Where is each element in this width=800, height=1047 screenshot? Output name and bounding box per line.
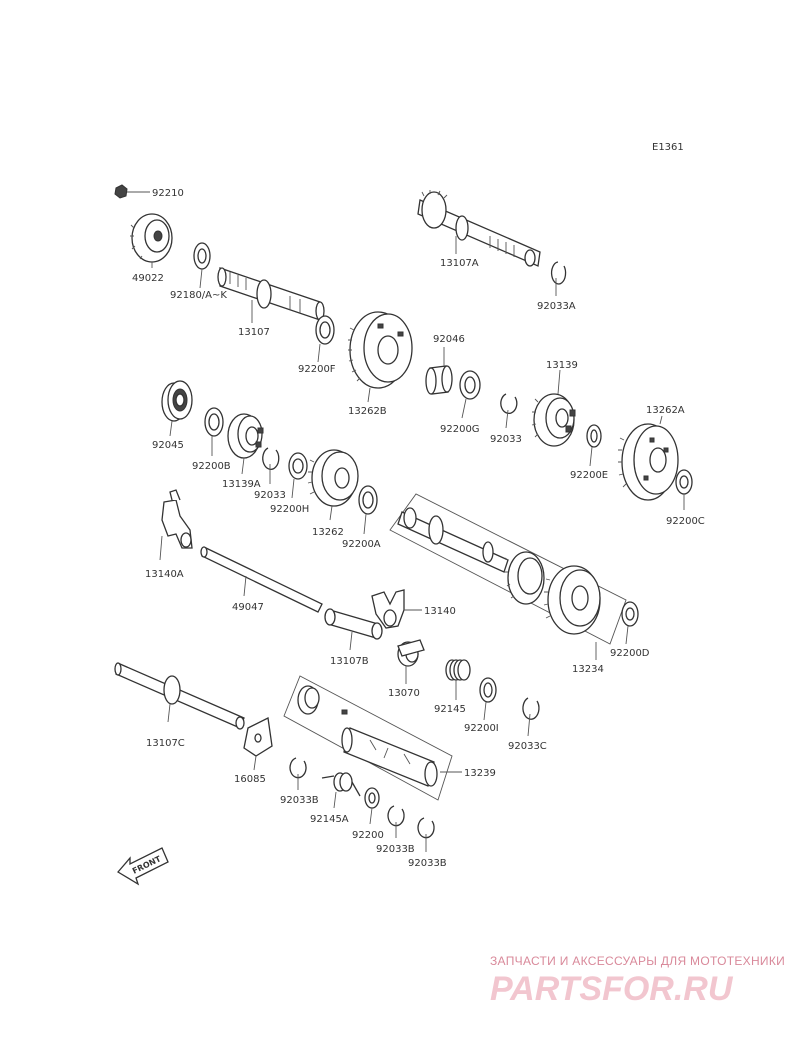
part-13262A-gear[interactable]: 13262A: [618, 405, 685, 501]
label-13107A: 13107A: [440, 258, 479, 269]
label-92200I: 92200I: [464, 723, 499, 734]
part-92200B-washer[interactable]: 92200B: [192, 407, 231, 472]
label-16085: 16085: [234, 774, 266, 785]
part-92033-circlip[interactable]: 92033: [490, 393, 522, 445]
label-13262B: 13262B: [348, 406, 387, 417]
part-92033B-circlip-1[interactable]: 92033B: [280, 757, 319, 806]
label-49022: 49022: [132, 273, 164, 284]
part-13140-shift-fork[interactable]: 13140: [371, 589, 456, 629]
label-13107C: 13107C: [146, 738, 185, 749]
part-92200-washer[interactable]: 92200: [352, 787, 384, 841]
part-92033B-circlip-2[interactable]: 92033B: [376, 805, 415, 855]
label-92200A: 92200A: [342, 539, 381, 550]
part-92200E-washer[interactable]: 92200E: [570, 424, 608, 481]
part-13262B-gear[interactable]: 13262B: [348, 311, 413, 417]
label-13107: 13107: [238, 327, 270, 338]
watermark-logo: PARTSFOR.RU: [490, 970, 734, 1008]
part-13140A-shift-fork[interactable]: 13140A: [145, 489, 193, 580]
label-92033C: 92033C: [508, 741, 547, 752]
part-13070-guide[interactable]: 13070: [388, 639, 425, 699]
part-49047-rod[interactable]: 49047: [200, 546, 323, 613]
watermark-tagline: ЗАПЧАСТИ И АКСЕССУАРЫ ДЛЯ МОТОТЕХНИКИ: [490, 954, 785, 968]
label-92210: 92210: [152, 188, 184, 199]
part-13139-gear[interactable]: 13139: [531, 360, 578, 447]
part-92200F-washer[interactable]: 92200F: [298, 315, 336, 375]
label-92145: 92145: [434, 704, 466, 715]
part-92200I-washer[interactable]: 92200I: [464, 677, 499, 734]
part-92145A-spring[interactable]: 92145A: [310, 772, 361, 825]
part-92033B-circlip-3[interactable]: 92033B: [408, 817, 447, 869]
label-13107B: 13107B: [330, 656, 369, 667]
label-92045: 92045: [152, 440, 184, 451]
front-direction-arrow: FRONT: [117, 847, 169, 886]
part-92033-circlip-left[interactable]: 92033: [254, 447, 286, 501]
part-92046-bearing[interactable]: 92046: [425, 334, 465, 395]
label-92180: 92180/A~K: [170, 290, 227, 301]
diagram-reference-code: E1361: [652, 142, 684, 153]
label-92200B: 92200B: [192, 461, 231, 472]
part-13234-shaft-assembly[interactable]: 13234: [389, 493, 627, 675]
part-92200H-washer[interactable]: 92200H: [270, 452, 309, 515]
label-92200D: 92200D: [610, 648, 650, 659]
part-13139A-gear[interactable]: 13139A: [222, 413, 264, 490]
label-92145A: 92145A: [310, 814, 349, 825]
part-13239-shift-drum[interactable]: 13239: [283, 675, 496, 801]
label-13140A: 13140A: [145, 569, 184, 580]
part-92200G-washer[interactable]: 92200G: [440, 370, 481, 435]
label-13262: 13262: [312, 527, 344, 538]
part-92200D-washer[interactable]: 92200D: [610, 601, 650, 659]
part-13107-shaft[interactable]: 13107: [217, 267, 325, 338]
label-92200H: 92200H: [270, 504, 309, 515]
label-92200: 92200: [352, 830, 384, 841]
part-16085-plate[interactable]: 16085: [234, 717, 273, 785]
label-13239: 13239: [464, 768, 496, 779]
label-92033: 92033: [490, 434, 522, 445]
label-92200E: 92200E: [570, 470, 608, 481]
label-92200F: 92200F: [298, 364, 336, 375]
part-92145-spring[interactable]: 92145: [434, 659, 471, 715]
part-92210-nut[interactable]: 92210: [114, 184, 184, 199]
part-49022-bevel-gear[interactable]: 49022: [130, 213, 173, 284]
part-13107C-shift-shaft[interactable]: 13107C: [114, 662, 245, 749]
label-49047: 49047: [232, 602, 264, 613]
label-92046: 92046: [433, 334, 465, 345]
label-92033B-2: 92033B: [376, 844, 415, 855]
label-92033-left: 92033: [254, 490, 286, 501]
label-13139: 13139: [546, 360, 578, 371]
part-92045-bearing[interactable]: 92045: [152, 380, 193, 451]
part-92033A-circlip[interactable]: 92033A: [537, 261, 576, 312]
watermark: ЗАПЧАСТИ И АКСЕССУАРЫ ДЛЯ МОТОТЕХНИКИ PA…: [490, 954, 785, 1008]
part-92033C-circlip[interactable]: 92033C: [508, 697, 547, 752]
label-13139A: 13139A: [222, 479, 261, 490]
part-13107A-shaft[interactable]: 13107A: [417, 190, 541, 269]
label-92200C: 92200C: [666, 516, 705, 527]
label-13262A: 13262A: [646, 405, 685, 416]
part-92200A-washer[interactable]: 92200A: [342, 485, 381, 550]
label-13234: 13234: [572, 664, 604, 675]
label-13070: 13070: [388, 688, 420, 699]
label-92200G: 92200G: [440, 424, 480, 435]
label-92033B-3: 92033B: [408, 858, 447, 869]
part-13262-gear[interactable]: 13262: [307, 449, 359, 538]
part-13107B-sleeve[interactable]: 13107B: [324, 608, 383, 667]
label-92033B-1: 92033B: [280, 795, 319, 806]
label-13140: 13140: [424, 606, 456, 617]
label-92033A: 92033A: [537, 301, 576, 312]
part-92180-shim[interactable]: 92180/A~K: [170, 242, 227, 301]
part-92200C-washer[interactable]: 92200C: [666, 469, 705, 527]
